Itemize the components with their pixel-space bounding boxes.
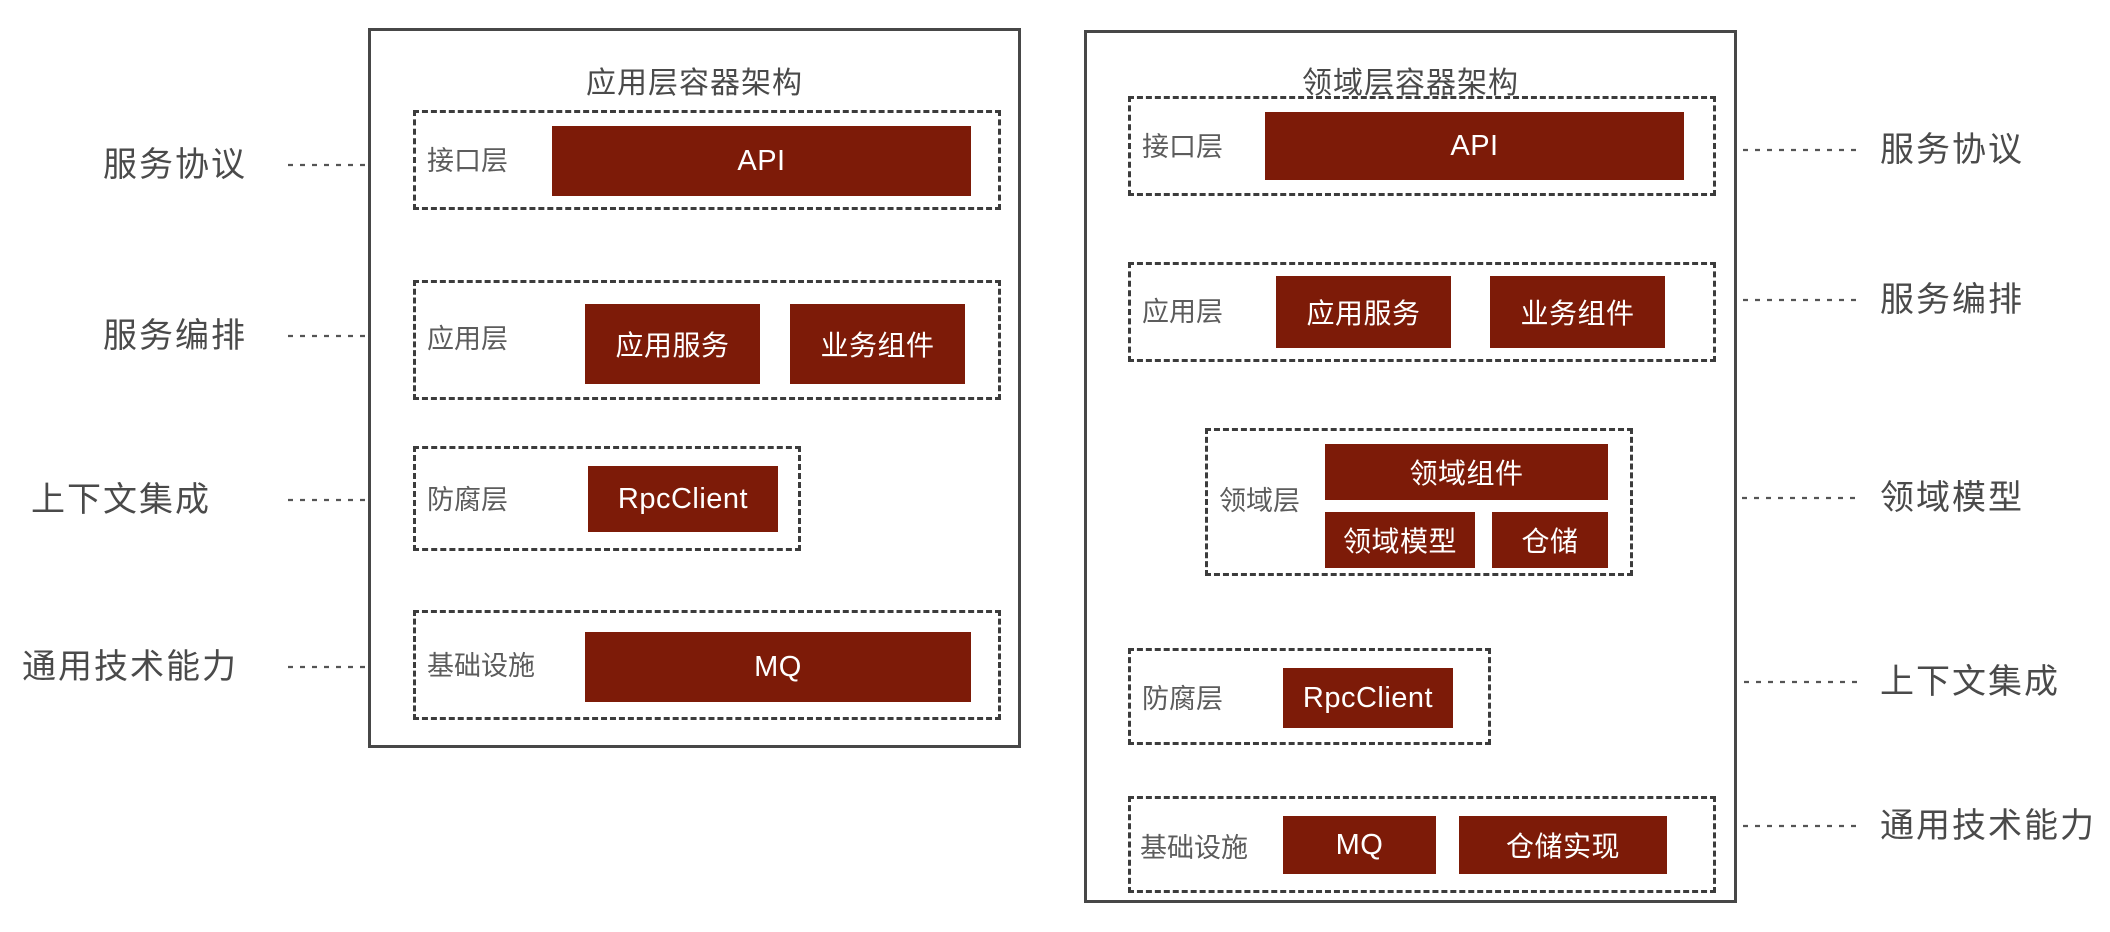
right-layer-domain	[1205, 428, 1633, 576]
left-annotation-context-integration: 上下文集成	[31, 481, 211, 519]
left-annotation-service-protocol: 服务协议	[103, 146, 247, 184]
right-component-app-service[interactable]: 应用服务	[1276, 276, 1451, 348]
left-annotation-service-orchestration: 服务编排	[103, 317, 247, 355]
left-annotation-general-technical-capability: 通用技术能力	[22, 648, 238, 686]
left-component-api[interactable]: API	[552, 126, 971, 196]
right-component-mq[interactable]: MQ	[1283, 816, 1436, 874]
right-layer-label-anticorruption: 防腐层	[1142, 684, 1223, 714]
left-component-business-component[interactable]: 业务组件	[790, 304, 965, 384]
right-layer-anticorruption	[1128, 648, 1491, 745]
left-layer-interface	[413, 110, 1001, 210]
right-layer-label-application: 应用层	[1142, 297, 1223, 327]
right-annotation-service-orchestration: 服务编排	[1880, 281, 2024, 319]
right-annotation-domain-model: 领域模型	[1880, 479, 2024, 517]
left-component-rpc-client[interactable]: RpcClient	[588, 466, 778, 532]
right-layer-label-infrastructure: 基础设施	[1140, 833, 1248, 863]
left-layer-label-interface: 接口层	[427, 146, 508, 176]
right-component-domain-component[interactable]: 领域组件	[1325, 444, 1608, 500]
right-layer-application	[1128, 262, 1716, 362]
right-layer-label-domain: 领域层	[1219, 486, 1300, 516]
right-layer-label-interface: 接口层	[1142, 132, 1223, 162]
right-annotation-context-integration: 上下文集成	[1880, 663, 2060, 701]
right-component-repository-impl[interactable]: 仓储实现	[1459, 816, 1667, 874]
right-component-api[interactable]: API	[1265, 112, 1684, 180]
left-layer-anticorruption	[413, 446, 801, 551]
right-layer-infrastructure	[1128, 796, 1716, 893]
right-layer-interface	[1128, 96, 1716, 196]
left-layer-application	[413, 280, 1001, 400]
left-component-mq[interactable]: MQ	[585, 632, 971, 702]
right-component-repository[interactable]: 仓储	[1492, 512, 1608, 568]
right-annotation-service-protocol: 服务协议	[1880, 131, 2024, 169]
left-layer-label-infrastructure: 基础设施	[427, 651, 535, 681]
right-container-title: 领域层容器架构	[1302, 67, 1519, 100]
right-component-domain-model[interactable]: 领域模型	[1325, 512, 1475, 568]
left-layer-label-anticorruption: 防腐层	[427, 485, 508, 515]
right-component-rpc-client[interactable]: RpcClient	[1283, 668, 1453, 728]
left-component-app-service[interactable]: 应用服务	[585, 304, 760, 384]
right-component-business-component[interactable]: 业务组件	[1490, 276, 1665, 348]
right-annotation-general-technical-capability: 通用技术能力	[1880, 807, 2096, 845]
left-layer-infrastructure	[413, 610, 1001, 720]
left-container-title: 应用层容器架构	[586, 67, 803, 100]
left-layer-label-application: 应用层	[427, 324, 508, 354]
